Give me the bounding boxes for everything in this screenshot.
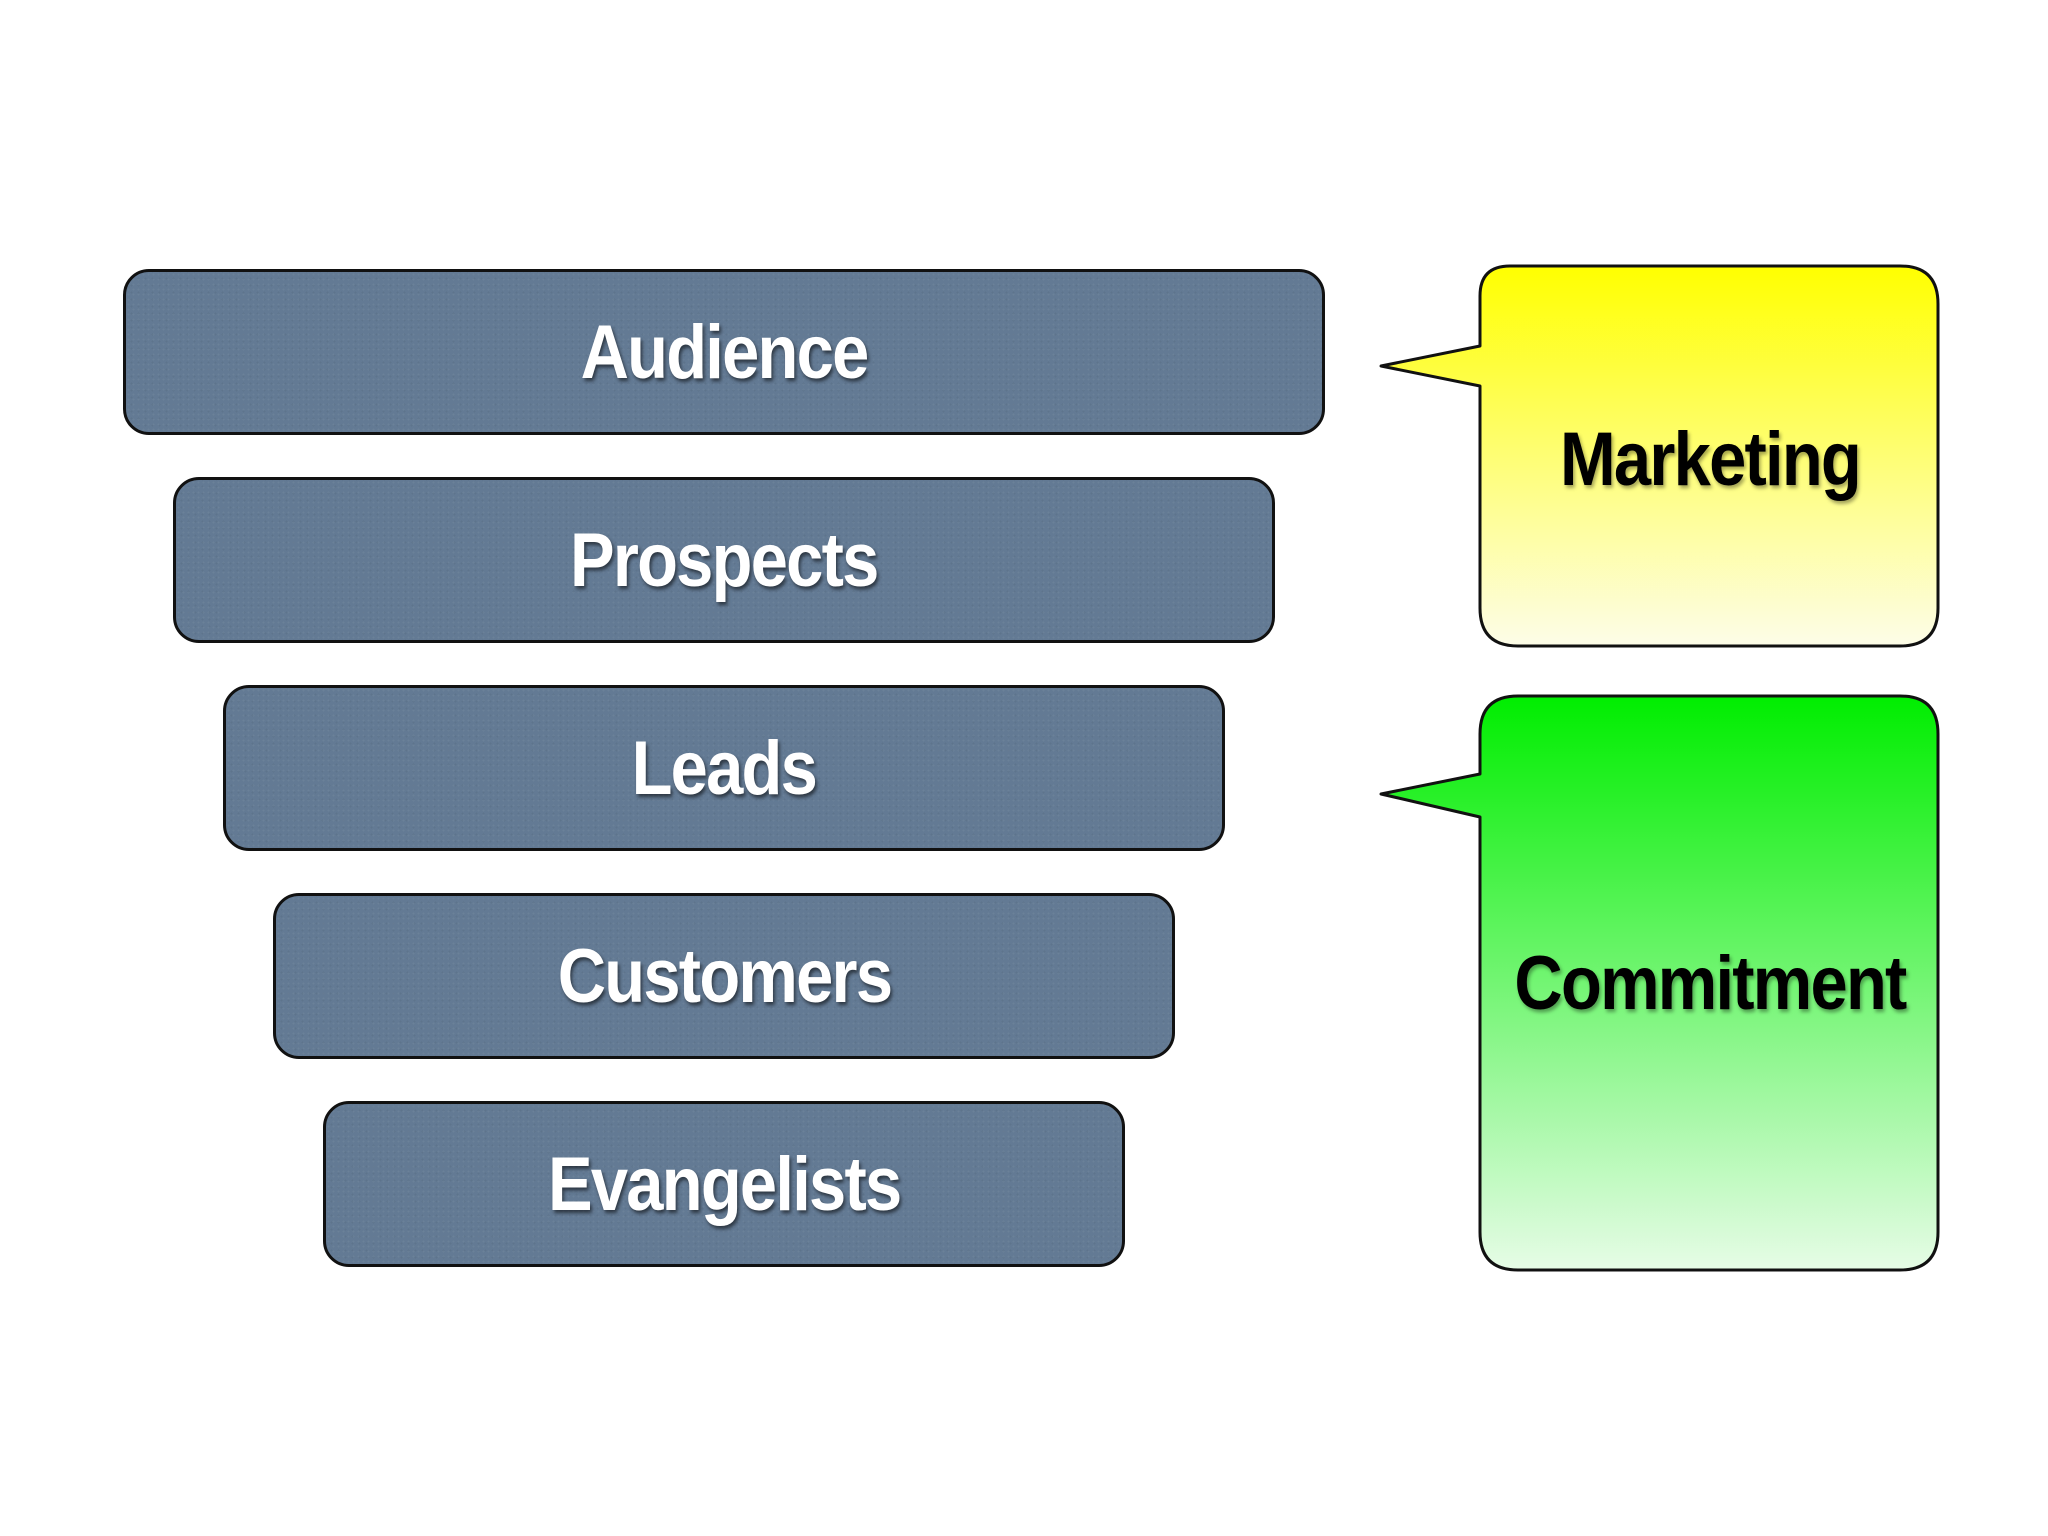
funnel-stage-label: Leads bbox=[631, 725, 818, 811]
funnel-stage-prospects: Prospects bbox=[173, 477, 1275, 643]
marketing-callout-label: Marketing bbox=[1559, 417, 1862, 502]
funnel-stage-label: Audience bbox=[580, 309, 870, 395]
funnel-stage-label: Evangelists bbox=[547, 1141, 902, 1227]
funnel-stage-leads: Leads bbox=[223, 685, 1225, 851]
commitment-callout-label: Commitment bbox=[1514, 941, 1907, 1026]
funnel-stage-label: Customers bbox=[557, 933, 892, 1019]
funnel-stage-evangelists: Evangelists bbox=[323, 1101, 1125, 1267]
funnel-stage-customers: Customers bbox=[273, 893, 1175, 1059]
funnel-stage-audience: Audience bbox=[123, 269, 1325, 435]
funnel-stage-label: Prospects bbox=[570, 517, 879, 603]
